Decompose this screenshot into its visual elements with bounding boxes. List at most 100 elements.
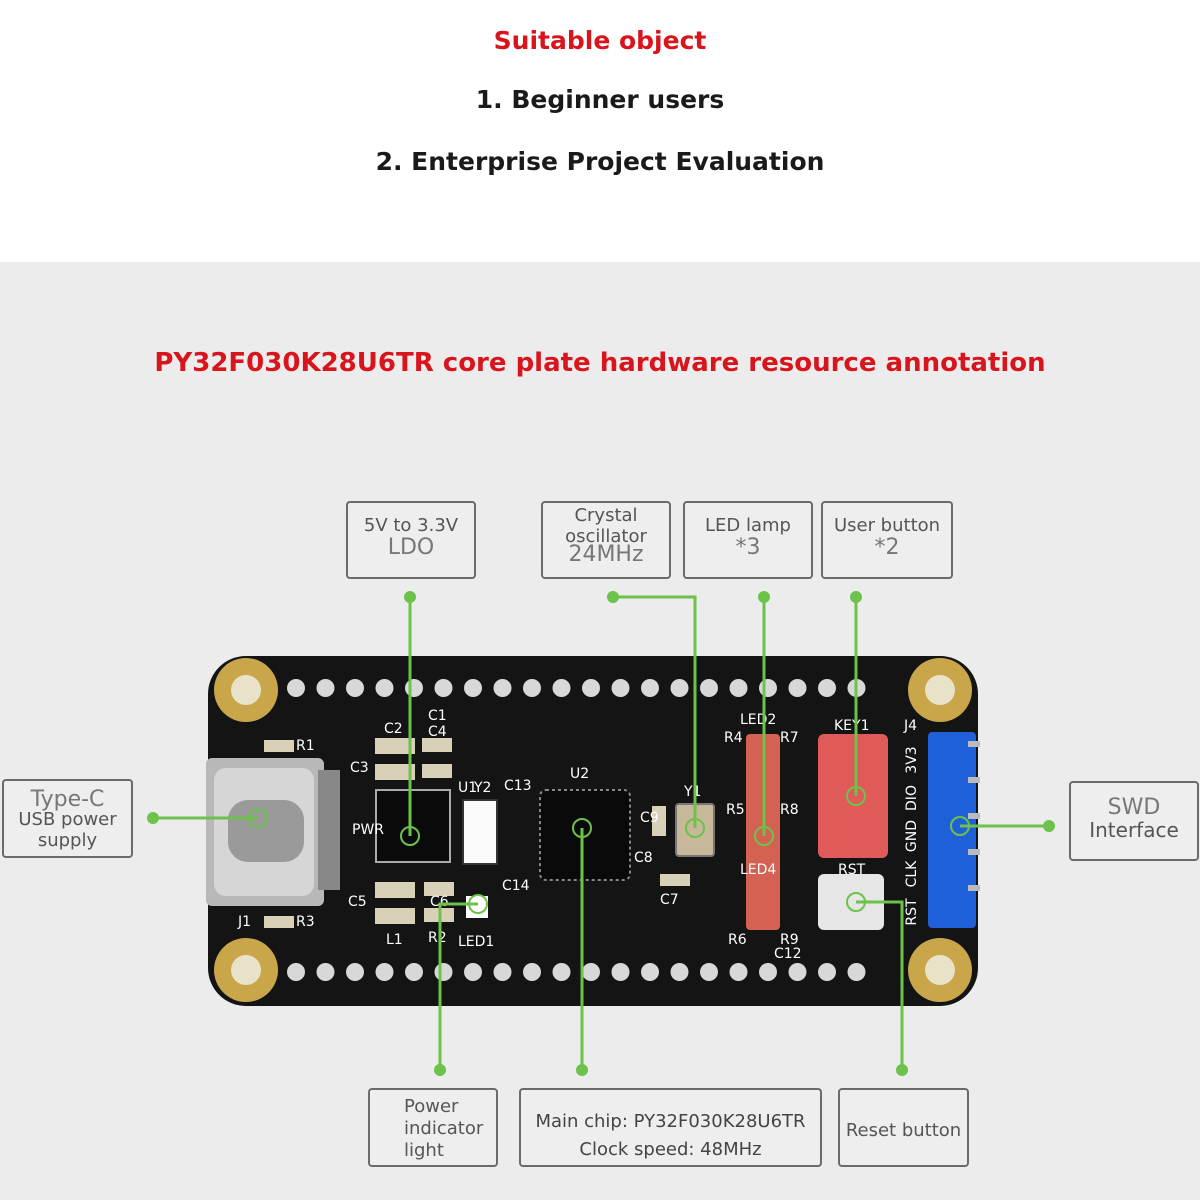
svg-text:U1: U1 (458, 780, 477, 796)
pin-pad (818, 679, 836, 697)
callout-crystal: Crystal oscillator 24MHz (541, 501, 671, 579)
callout-power-led-line3: light (404, 1140, 444, 1161)
pin-pad (670, 679, 689, 697)
typec-connector (206, 758, 340, 906)
svg-text:KEY1: KEY1 (834, 718, 870, 734)
callout-reset-line1: Reset button (845, 1120, 962, 1141)
svg-text:L1: L1 (386, 932, 403, 948)
svg-text:C1: C1 (428, 708, 447, 724)
svg-text:R9: R9 (780, 932, 799, 948)
pin-pad (552, 679, 571, 697)
pin-pad (788, 963, 807, 981)
suitable-line-beginner: 1. Beginner users (475, 85, 725, 114)
pin-pad (700, 679, 718, 697)
pin-pad (434, 963, 453, 981)
svg-text:C4: C4 (428, 724, 447, 740)
callout-typec-line3: supply (37, 830, 98, 851)
pin-pad (523, 679, 541, 697)
pin-pad (582, 679, 600, 697)
swd-pin-label: 3V3 (904, 746, 920, 773)
pin-pad (788, 679, 807, 697)
callout-crystal-line3: 24MHz (568, 542, 644, 567)
pin-pad (611, 679, 630, 697)
pin-pad (493, 963, 512, 981)
callout-ldo-line2: LDO (387, 535, 435, 560)
pin-pad (611, 963, 630, 981)
callout-lines (153, 595, 1049, 1070)
pin-pad (405, 963, 423, 981)
svg-text:RST: RST (838, 862, 866, 878)
callout-user-button-line1: User button (833, 515, 941, 536)
callout-typec-line2: USB power (18, 809, 117, 830)
svg-text:Y1: Y1 (683, 784, 701, 800)
svg-text:LED2: LED2 (740, 712, 776, 728)
svg-text:PWR: PWR (352, 822, 384, 838)
callout-swd: SWD Interface (1069, 781, 1199, 861)
pin-pad (287, 679, 305, 697)
suitable-object-heading: Suitable object (493, 26, 707, 55)
pin-pad (523, 963, 541, 981)
pin-pad (847, 963, 866, 981)
callout-led-lamp-line1: LED lamp (705, 515, 791, 536)
pin-pad (552, 963, 571, 981)
pin-pad (375, 963, 394, 981)
svg-text:C9: C9 (640, 810, 659, 826)
svg-text:U2: U2 (570, 766, 589, 782)
pin-pad (493, 679, 512, 697)
pin-pad (346, 679, 364, 697)
svg-text:LED1: LED1 (458, 934, 494, 950)
pin-pad (641, 963, 659, 981)
svg-text:C14: C14 (502, 878, 530, 894)
svg-text:C8: C8 (634, 850, 653, 866)
svg-text:C2: C2 (384, 721, 403, 737)
callout-main-chip: Main chip: PY32F030K28U6TR Clock speed: … (519, 1088, 822, 1167)
pin-pad (700, 963, 718, 981)
callout-reset: Reset button (838, 1088, 969, 1167)
pin-pad (759, 963, 777, 981)
svg-text:C3: C3 (350, 760, 369, 776)
pin-pad (818, 963, 836, 981)
callout-main-chip-line2: Clock speed: 48MHz (579, 1139, 762, 1160)
pin-pad (287, 963, 305, 981)
callout-power-led: Power indicator light (368, 1088, 498, 1167)
callout-crystal-line2: oscillator (565, 526, 647, 547)
svg-text:C5: C5 (348, 894, 367, 910)
svg-text:R2: R2 (428, 930, 447, 946)
ldo-regulator (375, 789, 451, 863)
callout-led-lamp: LED lamp *3 (683, 501, 813, 579)
svg-text:Y2: Y2 (473, 780, 491, 796)
svg-text:C13: C13 (504, 778, 532, 794)
swd-pin-label: RST (904, 898, 920, 926)
crystal-y2 (462, 799, 498, 865)
callout-swd-line2: Interface (1089, 818, 1179, 842)
svg-text:R8: R8 (780, 802, 799, 818)
pin-pad (759, 679, 777, 697)
pin-pad (464, 963, 482, 981)
svg-text:J4: J4 (903, 718, 917, 734)
pin-pad (375, 679, 394, 697)
pin-pad (582, 963, 600, 981)
svg-text:R7: R7 (780, 730, 799, 746)
user-key-buttons (818, 734, 888, 858)
pin-pad (729, 963, 748, 981)
pin-pad (641, 679, 659, 697)
svg-text:R4: R4 (724, 730, 743, 746)
pin-pad (316, 679, 335, 697)
swd-pin-label: DIO (904, 785, 920, 811)
callout-power-led-line1: Power (404, 1096, 459, 1117)
pin-pad (434, 679, 453, 697)
pin-pad (346, 963, 364, 981)
svg-text:R1: R1 (296, 738, 315, 754)
main-chip (539, 789, 631, 881)
svg-text:R3: R3 (296, 914, 315, 930)
callout-ldo-line1: 5V to 3.3V (363, 515, 459, 536)
svg-text:R5: R5 (726, 802, 745, 818)
callout-main-chip-line1: Main chip: PY32F030K28U6TR (535, 1111, 806, 1132)
smd-components (264, 738, 690, 928)
pin-pad (670, 963, 689, 981)
callout-user-button: User button *2 (821, 501, 953, 579)
callout-target-rings (248, 786, 970, 914)
svg-text:J1: J1 (237, 914, 251, 930)
